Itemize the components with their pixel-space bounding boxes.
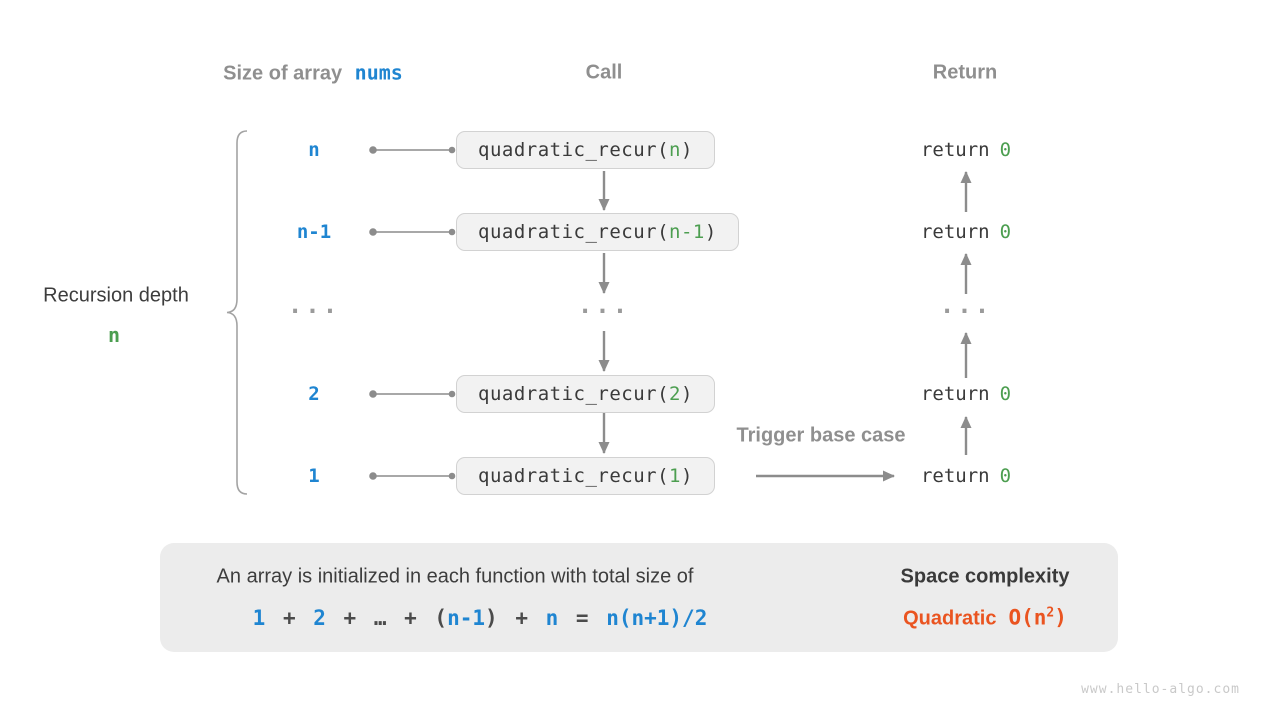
return-ellipsis: ... <box>939 290 993 319</box>
call-close-paren: ) <box>680 383 693 405</box>
formula-token: … <box>373 606 387 630</box>
return-label-1: return 0 <box>921 465 1011 487</box>
header-array-name: nums <box>354 60 403 85</box>
summary-description: An array is initialized in each function… <box>216 565 694 588</box>
call-arg: n <box>669 139 681 161</box>
call-arg: 2 <box>669 383 681 405</box>
formula-token: + <box>265 606 314 630</box>
return-keyword: return <box>920 139 990 161</box>
formula-token: n <box>545 606 559 630</box>
size-label-1: 1 <box>308 465 320 487</box>
big-o-open: O(n <box>1008 605 1047 630</box>
trigger-base-case-label: Trigger base case <box>736 424 906 447</box>
call-close-paren: ) <box>704 221 717 243</box>
call-box-2: quadratic_recur(2) <box>456 375 715 413</box>
leader-lines <box>369 146 456 480</box>
call-arg: n-1 <box>669 221 705 243</box>
call-arg: 1 <box>669 465 681 487</box>
call-close-paren: ) <box>680 139 693 161</box>
call-close-paren: ) <box>680 465 693 487</box>
formula-token: + <box>325 606 374 630</box>
call-fn-text: quadratic_recur( <box>478 139 670 161</box>
return-value: 0 <box>999 465 1012 487</box>
header-size-text: Size of array <box>223 62 343 85</box>
return-value: 0 <box>999 383 1012 405</box>
big-o-close: ) <box>1054 605 1067 630</box>
recursion-depth-label: Recursion depth <box>43 284 189 307</box>
size-label-n-1: n-1 <box>296 221 332 243</box>
space-complexity-title: Space complexity <box>900 565 1070 588</box>
formula-token: ) <box>485 606 498 630</box>
formula-token: + <box>497 606 546 630</box>
big-o-notation: O(n2) <box>1008 606 1066 630</box>
call-box-n: quadratic_recur(n) <box>456 131 715 169</box>
formula-token: = <box>558 606 607 630</box>
space-complexity-value: Quadratic O(n2) <box>903 606 1067 631</box>
formula-token: n(n+1)/2 <box>606 606 708 630</box>
formula-token: 1 <box>252 606 266 630</box>
formula-token: ( <box>434 606 448 630</box>
recursion-depth-value: n <box>107 323 121 347</box>
return-value: 0 <box>999 221 1012 243</box>
call-fn-text: quadratic_recur( <box>478 383 670 405</box>
formula-token: 2 <box>313 606 326 630</box>
summary-formula: 1 + 2 + … + (n-1) + n = n(n+1)/2 <box>253 606 708 630</box>
watermark: www.hello-algo.com <box>1081 682 1240 697</box>
size-label-n: n <box>308 139 320 161</box>
space-complexity-word: Quadratic <box>903 607 997 630</box>
header-size-of-array: Size of array nums <box>223 61 403 86</box>
return-keyword: return <box>920 465 990 487</box>
return-keyword: return <box>920 221 990 243</box>
recursion-depth-brace <box>226 130 248 495</box>
summary-panel: An array is initialized in each function… <box>160 543 1118 652</box>
big-o-exponent: 2 <box>1046 605 1055 621</box>
formula-token: + <box>386 606 435 630</box>
return-keyword: return <box>920 383 990 405</box>
formula-token: n-1 <box>447 606 486 630</box>
call-box-1: quadratic_recur(1) <box>456 457 715 495</box>
call-box-n-1: quadratic_recur(n-1) <box>456 213 739 251</box>
size-label-2: 2 <box>308 383 320 405</box>
header-call: Call <box>585 61 623 84</box>
return-label-n-1: return 0 <box>921 221 1011 243</box>
header-return: Return <box>932 61 998 84</box>
return-value: 0 <box>999 139 1012 161</box>
call-fn-text: quadratic_recur( <box>478 465 670 487</box>
call-fn-text: quadratic_recur( <box>478 221 670 243</box>
call-ellipsis: ... <box>577 290 631 319</box>
return-label-n: return 0 <box>921 139 1011 161</box>
size-ellipsis: ... <box>287 290 341 319</box>
return-label-2: return 0 <box>921 383 1011 405</box>
